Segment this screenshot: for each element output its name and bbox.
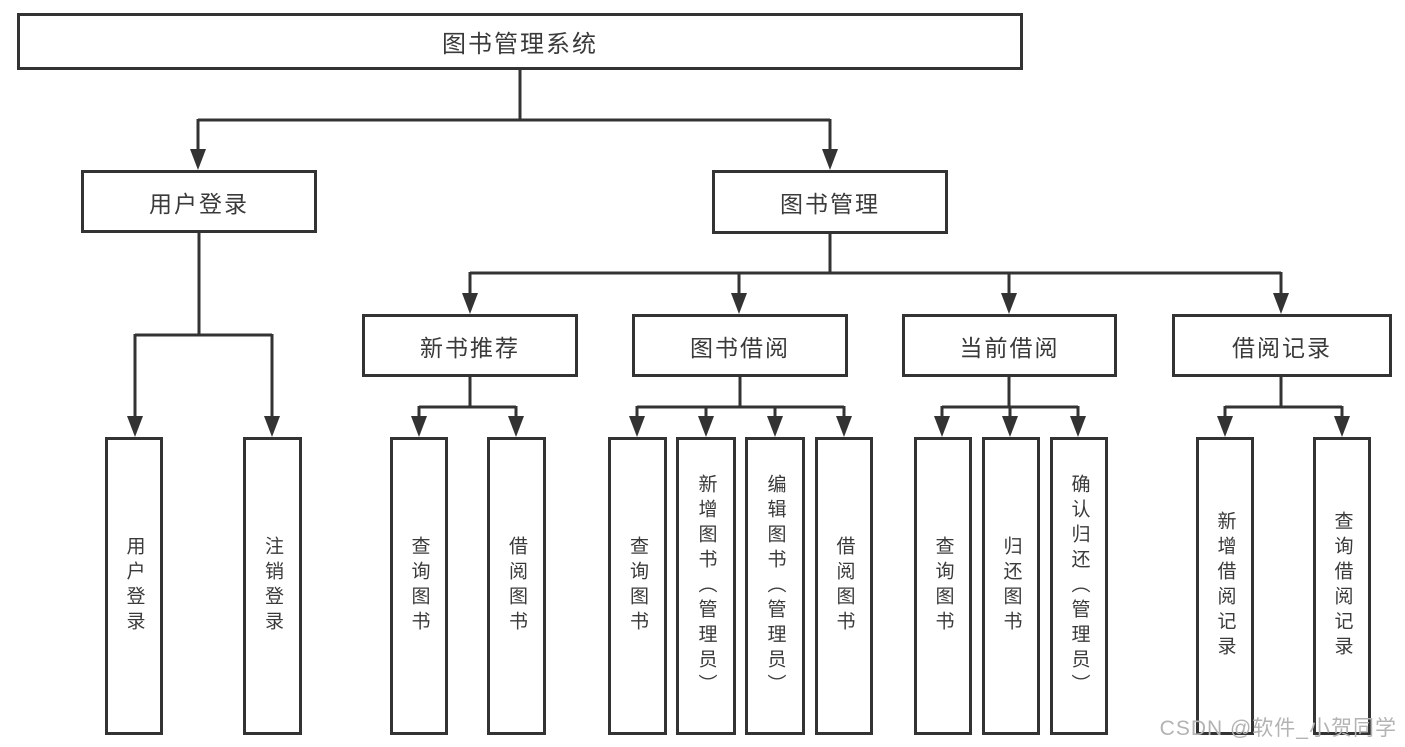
node-new-book-recommend: 新书推荐 <box>362 314 578 377</box>
node-label: 编辑图书（管理员） <box>764 473 786 699</box>
node-label: 确认归还（管理员） <box>1068 473 1090 699</box>
node-label: 查询图书 <box>627 536 648 636</box>
node-book-management: 图书管理 <box>712 170 948 234</box>
leaf-add-book-admin: 新增图书（管理员） <box>676 437 736 735</box>
leaf-borrow-query-book: 查询图书 <box>608 437 667 735</box>
node-library-management-system: 图书管理系统 <box>17 13 1023 70</box>
leaf-add-borrow-record: 新增借阅记录 <box>1196 437 1254 735</box>
node-label: 图书管理系统 <box>442 31 598 58</box>
node-book-borrow: 图书借阅 <box>632 314 848 377</box>
leaf-query-borrow-record: 查询借阅记录 <box>1313 437 1371 735</box>
node-label: 借阅图书 <box>506 536 527 636</box>
csdn-watermark: CSDN @软件_小贺同学 <box>1159 717 1397 740</box>
node-label: 当前借阅 <box>959 334 1060 361</box>
leaf-newbook-query-book: 查询图书 <box>390 437 448 735</box>
node-current-borrow: 当前借阅 <box>902 314 1117 377</box>
node-label: 图书管理 <box>780 191 880 217</box>
node-label: 借阅图书 <box>833 536 855 636</box>
leaf-logout: 注销登录 <box>243 437 302 735</box>
leaf-newbook-borrow-book: 借阅图书 <box>487 437 546 735</box>
node-label: 借阅记录 <box>1232 334 1332 361</box>
node-borrow-record: 借阅记录 <box>1172 314 1392 377</box>
leaf-user-login: 用户登录 <box>105 437 163 735</box>
node-label: 新书推荐 <box>420 334 520 361</box>
leaf-borrow-book: 借阅图书 <box>815 437 873 735</box>
leaf-confirm-return-admin: 确认归还（管理员） <box>1050 437 1108 735</box>
node-label: 查询图书 <box>932 536 954 636</box>
node-label: 查询图书 <box>408 536 430 636</box>
node-label: 图书借阅 <box>690 334 790 361</box>
leaf-return-book: 归还图书 <box>982 437 1040 735</box>
node-label: 注销登录 <box>262 536 283 636</box>
node-label: 查询借阅记录 <box>1331 511 1353 661</box>
node-label: 归还图书 <box>1000 536 1022 636</box>
node-label: 新增图书（管理员） <box>695 473 717 699</box>
node-user-login: 用户登录 <box>81 170 317 233</box>
leaf-edit-book-admin: 编辑图书（管理员） <box>745 437 805 735</box>
node-label: 用户登录 <box>149 190 249 217</box>
node-label: 用户登录 <box>123 536 145 636</box>
node-label: 新增借阅记录 <box>1214 511 1236 661</box>
leaf-current-query-book: 查询图书 <box>914 437 972 735</box>
